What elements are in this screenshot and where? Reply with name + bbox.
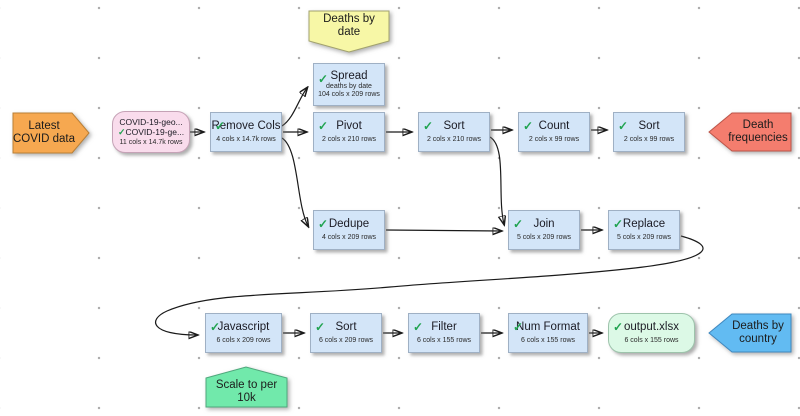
- node-title: Pivot: [336, 119, 362, 132]
- node-title: Count: [538, 119, 570, 132]
- check-icon: ✓: [513, 320, 524, 334]
- node-stats: 6 cols x 155 rows: [520, 336, 576, 344]
- connector-replace-javascript: [155, 235, 704, 335]
- callout-death-frequencies[interactable]: Death frequencies: [708, 112, 792, 152]
- node-remove-cols[interactable]: ✓ Remove Cols 4 cols x 14.7k rows: [210, 112, 282, 152]
- node-stats: 4 cols x 14.7k rows: [216, 135, 276, 143]
- node-stats: 11 cols x 14.7k rows: [119, 138, 183, 146]
- node-stats: 2 cols x 99 rows: [623, 135, 675, 143]
- node-filter[interactable]: ✓ Filter 6 cols x 155 rows: [408, 313, 480, 353]
- node-stats: 6 cols x 209 rows: [318, 336, 374, 344]
- node-stats: 2 cols x 99 rows: [528, 135, 580, 143]
- check-icon: ✓: [613, 217, 624, 231]
- left-arrow-shape: [708, 112, 792, 152]
- node-title: Num Format: [516, 320, 580, 333]
- node-stats: 6 cols x 209 rows: [216, 336, 271, 344]
- node-title: output.xlsx: [624, 320, 679, 333]
- callout-latest-covid-data[interactable]: Latest COVID data: [12, 112, 90, 154]
- check-icon: ✓: [413, 320, 424, 334]
- connector-removecols-dedupe: [281, 137, 308, 226]
- node-sort-1[interactable]: ✓ Sort 2 cols x 210 rows: [418, 112, 490, 152]
- node-title: Javascript: [217, 320, 270, 333]
- callout-label: Death frequencies: [728, 119, 788, 144]
- note-scale-to-per-10k[interactable]: Scale to per 10k: [205, 366, 288, 408]
- node-stats: 5 cols x 209 rows: [616, 233, 672, 241]
- connector-removecols-spread: [281, 88, 307, 127]
- callout-deaths-by-country[interactable]: Deaths by country: [708, 313, 792, 353]
- connector-dedupe-join: [385, 230, 501, 231]
- callout-label: Latest COVID data: [13, 120, 75, 145]
- node-sort-2[interactable]: ✓ Sort 2 cols x 99 rows: [613, 112, 685, 152]
- connector-sort1-join: [489, 136, 504, 224]
- source-file-2: ✓COVID-19-ge...: [117, 126, 185, 137]
- node-title: Replace: [622, 217, 666, 230]
- right-arrow-shape: [12, 112, 90, 154]
- node-title: Sort: [335, 320, 357, 333]
- check-icon: ✓: [210, 320, 221, 334]
- check-icon: ✓: [318, 217, 329, 231]
- node-join[interactable]: ✓ Join 5 cols x 209 rows: [508, 210, 580, 250]
- node-stats: 4 cols x 209 rows: [321, 233, 377, 241]
- note-up-banner-shape: [205, 366, 288, 408]
- left-arrow-shape: [708, 313, 792, 353]
- check-icon: ✓: [523, 119, 534, 133]
- node-title: Join: [533, 217, 555, 230]
- node-javascript[interactable]: ✓ Javascript 6 cols x 209 rows: [205, 313, 282, 353]
- check-icon: ✓: [423, 119, 434, 133]
- check-icon: ✓: [315, 320, 326, 334]
- node-stats: 104 cols x 209 rows: [318, 91, 380, 98]
- check-icon: ✓: [618, 119, 629, 133]
- node-spread[interactable]: ✓ Spread deaths by date 104 cols x 209 r…: [313, 63, 385, 106]
- note-label: Deaths by date: [323, 12, 375, 38]
- check-icon: ✓: [318, 119, 329, 133]
- node-stats: 2 cols x 210 rows: [426, 135, 482, 143]
- node-title: Remove Cols: [211, 119, 281, 132]
- node-num-format[interactable]: ✓ Num Format 6 cols x 155 rows: [508, 313, 588, 353]
- check-icon: ✓: [117, 126, 126, 137]
- node-stats: 2 cols x 210 rows: [321, 135, 377, 143]
- node-sublabel: deaths by date: [326, 82, 372, 90]
- node-stats: 6 cols x 155 rows: [624, 336, 679, 344]
- node-stats: 6 cols x 155 rows: [416, 336, 472, 344]
- node-title: Filter: [431, 320, 457, 333]
- check-icon: ✓: [215, 119, 226, 133]
- node-pivot[interactable]: ✓ Pivot 2 cols x 210 rows: [313, 112, 385, 152]
- node-title: Sort: [638, 119, 660, 132]
- note-down-banner-shape: [308, 10, 390, 53]
- node-title: Spread: [330, 69, 368, 82]
- check-icon: ✓: [318, 71, 329, 86]
- check-icon: ✓: [513, 217, 524, 231]
- connectors: [155, 88, 704, 335]
- source-file-1: COVID-19-geo...: [119, 116, 183, 127]
- callout-label: Deaths by country: [732, 320, 784, 345]
- node-stats: 5 cols x 209 rows: [516, 233, 572, 241]
- check-icon: ✓: [613, 320, 624, 334]
- node-sort-3[interactable]: ✓ Sort 6 cols x 209 rows: [310, 313, 382, 353]
- node-output-xlsx[interactable]: ✓ output.xlsx 6 cols x 155 rows: [608, 313, 695, 353]
- node-title: Sort: [443, 119, 465, 132]
- node-source-file[interactable]: COVID-19-geo... ✓COVID-19-ge... 11 cols …: [112, 111, 190, 153]
- node-dedupe[interactable]: ✓ Dedupe 4 cols x 209 rows: [313, 210, 385, 250]
- node-title: Dedupe: [328, 217, 370, 230]
- note-label: Scale to per 10k: [215, 379, 278, 404]
- node-count[interactable]: ✓ Count 2 cols x 99 rows: [518, 112, 590, 152]
- note-deaths-by-date[interactable]: Deaths by date: [308, 10, 390, 53]
- node-replace[interactable]: ✓ Replace 5 cols x 209 rows: [608, 210, 680, 250]
